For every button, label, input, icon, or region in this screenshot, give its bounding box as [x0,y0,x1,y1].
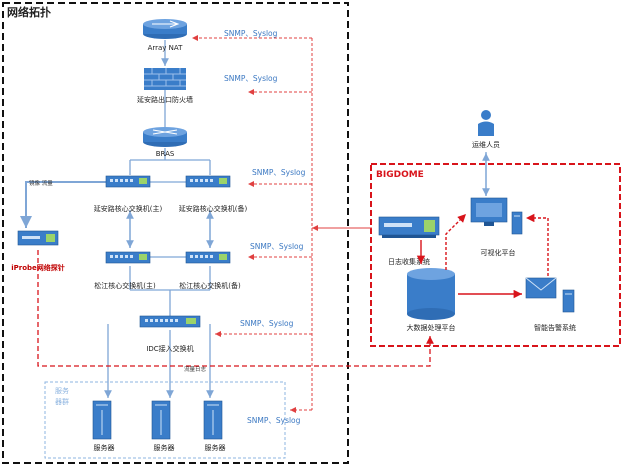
idc-switch-device [139,315,201,328]
topology-title: 网络拓扑 [7,5,51,19]
bigdata-platform-label: 大数据处理平台 [407,323,456,332]
firewall-label: 延安路出口防火墙 [137,95,193,104]
sj-switch-main-label: 松江核心交换机(主) [94,281,156,290]
array-nat-label: Array NAT [148,44,184,52]
snmp-dashed-lines [192,35,372,413]
alert-system-icon [525,277,575,313]
snmp-label-3: SNMP、Syslog [252,168,306,177]
flow-log-label: 流量日志 [184,365,207,373]
bigdata-db-icon [407,268,455,320]
visual-platform-label: 可视化平台 [481,248,516,257]
ops-person-icon [478,110,494,136]
sj-switch-backup-device [185,251,231,264]
server-2-icon [151,400,171,440]
server-2-label: 服务器 [154,443,175,452]
flow-log-line [37,250,434,367]
bras-device [143,127,187,147]
iprobe-device [17,230,59,246]
array-nat-device [143,19,187,39]
topology-links [20,40,214,398]
server-1-icon [92,400,112,440]
snmp-label-1: SNMP、Syslog [224,29,278,38]
bigdome-links [416,213,549,299]
topology-frame [2,2,349,464]
core-switch-backup-label: 延安路核心交换机(备) [179,204,248,213]
snmp-label-4: SNMP、Syslog [250,242,304,251]
log-system-device [378,216,440,238]
bigdome-frame [370,163,621,347]
idc-switch-label: IDC接入交换机 [146,344,193,353]
server-group-label-1: 服务 [55,386,69,395]
core-switch-main-device [105,175,151,188]
server-3-icon [203,400,223,440]
server-group-frame [44,381,286,459]
firewall-device [144,68,186,90]
server-group-label-2: 器群 [55,397,69,406]
alert-system-label: 智能告警系统 [534,323,576,332]
core-switch-backup-device [185,175,231,188]
visual-platform-icon [470,197,523,235]
bras-label: BRAS [156,150,175,158]
sj-switch-backup-label: 松江核心交换机(备) [179,281,241,290]
server-1-label: 服务器 [94,443,115,452]
mirror-traffic-label: 镜像 流量 [29,179,53,187]
server-3-label: 服务器 [205,443,226,452]
snmp-label-5: SNMP、Syslog [240,319,294,328]
core-switch-main-label: 延安路核心交换机(主) [94,204,163,213]
sj-switch-main-device [105,251,151,264]
snmp-label-6: SNMP、Syslog [247,416,301,425]
bigdome-title: BIGDOME [376,170,424,180]
log-system-label: 日志收集系统 [388,257,430,266]
snmp-label-2: SNMP、Syslog [224,74,278,83]
ops-person-label: 运维人员 [472,140,500,149]
